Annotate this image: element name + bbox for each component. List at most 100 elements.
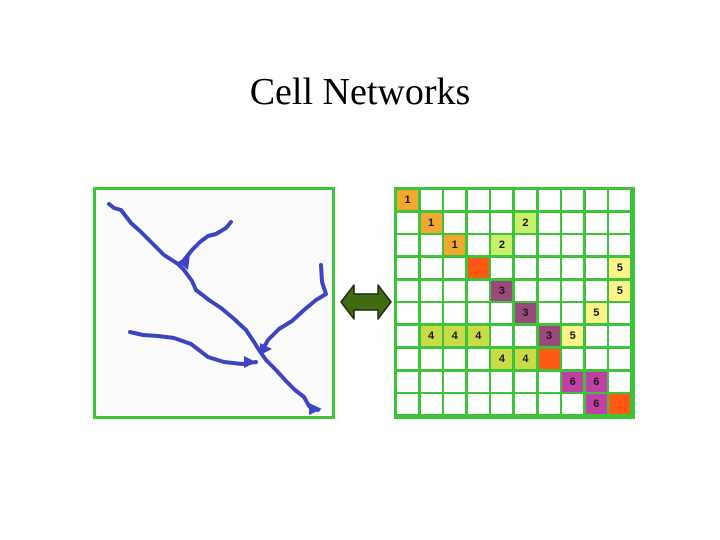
grid-cell-empty — [538, 190, 560, 210]
grid-cell-empty — [397, 212, 418, 233]
grid-cell-empty — [538, 280, 560, 301]
grid-cell-empty — [491, 371, 513, 392]
grid-cell-empty — [444, 280, 466, 301]
grid-cell-empty — [514, 190, 536, 210]
grid-cell-empty — [420, 348, 442, 369]
grid-cell-empty — [467, 212, 489, 233]
grid-cell-empty — [609, 303, 631, 324]
stream-branch-east — [259, 263, 328, 354]
grid-cell-empty — [562, 235, 584, 256]
grid-cell-filled: 2 — [514, 212, 536, 233]
grid-cell-empty — [420, 258, 442, 279]
grid-cell-filled: 4 — [444, 326, 466, 347]
grid-cell-empty — [467, 348, 489, 369]
grid-cell-empty — [585, 212, 607, 233]
double-arrow-icon — [340, 284, 392, 320]
grid-cell-empty — [562, 212, 584, 233]
grid-cell-filled: 6 — [585, 371, 607, 392]
grid-cell-filled: 4 — [514, 348, 536, 369]
grid-cell-empty — [467, 371, 489, 392]
stream-branch-west — [128, 330, 258, 366]
grid-cell-filled — [609, 394, 631, 415]
grid-cell-empty — [538, 235, 560, 256]
grid-cell-empty — [538, 371, 560, 392]
grid-cell-empty — [585, 348, 607, 369]
grid-cell-empty — [514, 326, 536, 347]
slide-title: Cell Networks — [249, 71, 471, 113]
flow-arrow-west-icon — [244, 356, 256, 368]
grid-cell-empty — [538, 258, 560, 279]
grid-cell-filled — [467, 258, 489, 279]
grid-cell-empty — [444, 212, 466, 233]
grid-cell-empty — [562, 280, 584, 301]
grid-cell-empty — [444, 303, 466, 324]
grid-cell-empty — [585, 258, 607, 279]
grid-cell-empty — [562, 258, 584, 279]
grid-cell-empty — [562, 348, 584, 369]
grid-cell-filled: 5 — [609, 280, 631, 301]
grid-cell-empty — [585, 280, 607, 301]
grid-cell-empty — [397, 280, 418, 301]
grid-cell-filled: 5 — [585, 303, 607, 324]
grid-cell-filled: 4 — [420, 326, 442, 347]
grid-cell-empty — [397, 258, 418, 279]
grid-cell-filled: 6 — [585, 394, 607, 415]
stream-network-drawing — [107, 202, 328, 415]
grid-cell-empty — [444, 258, 466, 279]
grid-cell-empty — [514, 235, 536, 256]
grid-cell-empty — [514, 371, 536, 392]
grid-cell-empty — [420, 280, 442, 301]
grid-cell-empty — [514, 280, 536, 301]
grid-cell-empty — [467, 190, 489, 210]
grid-cell-empty — [397, 235, 418, 256]
grid-cell-filled: 6 — [562, 371, 584, 392]
grid-cell-filled: 2 — [491, 235, 513, 256]
grid-cell-empty — [420, 394, 442, 415]
grid-cell-filled: 5 — [609, 258, 631, 279]
grid-cell-empty — [514, 394, 536, 415]
grid-cell-empty — [585, 235, 607, 256]
grid-cell-empty — [609, 190, 631, 210]
grid-cell-filled: 3 — [491, 280, 513, 301]
grid-cell-empty — [538, 212, 560, 233]
grid-cell-empty — [467, 303, 489, 324]
grid-cell-empty — [420, 371, 442, 392]
grid-cell-filled: 1 — [420, 212, 442, 233]
grid-cell-empty — [397, 348, 418, 369]
stream-branch-main — [107, 202, 320, 412]
grid-cell-empty — [538, 303, 560, 324]
grid-cell-empty — [514, 258, 536, 279]
grid-cell-empty — [609, 212, 631, 233]
grid-cell-empty — [420, 235, 442, 256]
grid-cell-empty — [420, 303, 442, 324]
grid-cell-empty — [609, 235, 631, 256]
grid-cell-empty — [467, 394, 489, 415]
grid-cell-filled: 3 — [538, 326, 560, 347]
flow-arrow-north-icon — [178, 254, 190, 270]
grid-cell-empty — [585, 190, 607, 210]
grid-cell-filled: 5 — [562, 326, 584, 347]
grid-cell-empty — [467, 280, 489, 301]
flow-arrow-east-icon — [260, 343, 272, 355]
grid-cell-empty — [491, 303, 513, 324]
grid-cell-filled: 3 — [514, 303, 536, 324]
grid-cell-empty — [491, 190, 513, 210]
grid-cell-empty — [397, 326, 418, 347]
grid-cell-filled: 4 — [467, 326, 489, 347]
grid-cell-empty — [444, 348, 466, 369]
grid-cell-filled: 1 — [397, 190, 418, 210]
grid-cell-empty — [491, 326, 513, 347]
stream-network-map — [93, 187, 335, 419]
grid-cell-filled — [538, 348, 560, 369]
grid-cell-empty — [491, 258, 513, 279]
grid-cell-empty — [397, 303, 418, 324]
grid-cell-empty — [491, 212, 513, 233]
grid-cell-empty — [609, 371, 631, 392]
grid-cell-empty — [609, 326, 631, 347]
grid-cell-filled: 1 — [444, 235, 466, 256]
grid-cell-empty — [562, 303, 584, 324]
grid-cell-empty — [397, 371, 418, 392]
grid-cell-empty — [491, 394, 513, 415]
